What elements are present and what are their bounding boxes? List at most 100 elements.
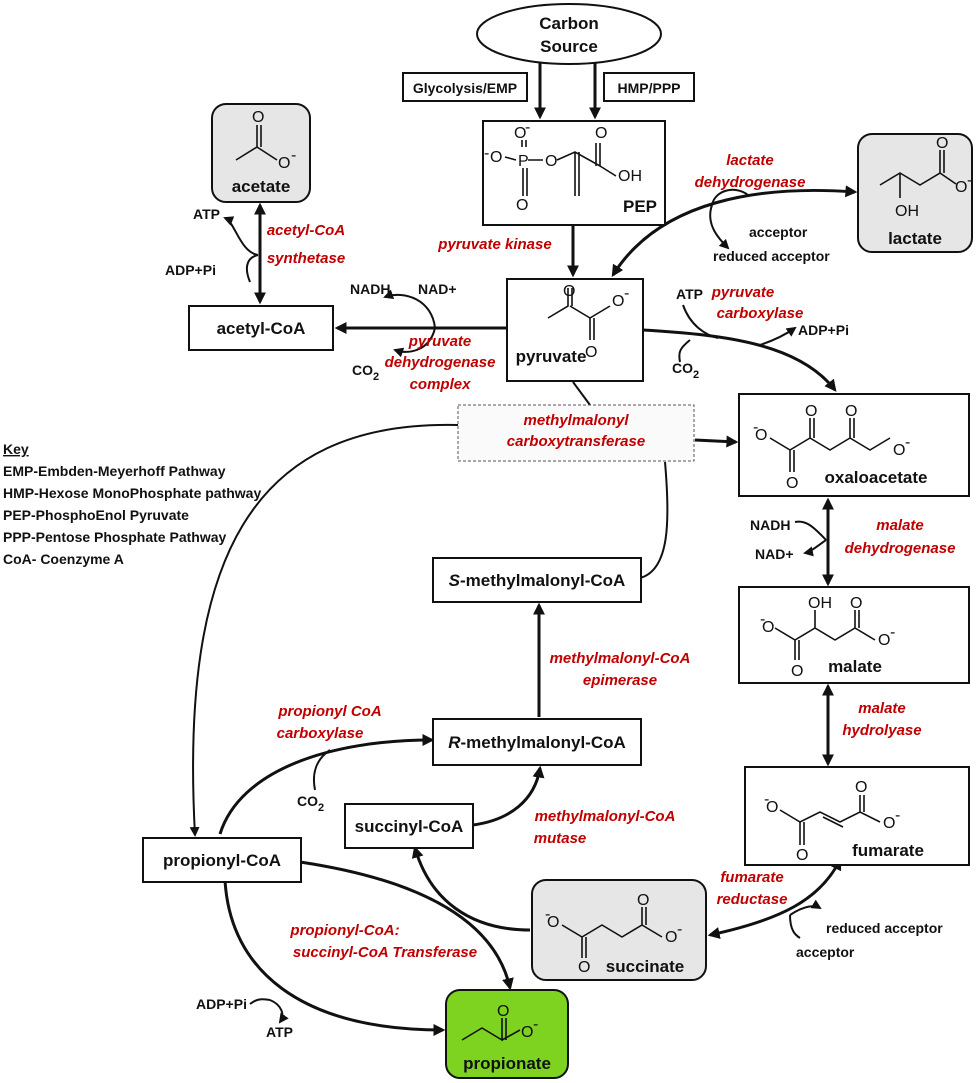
co2-1-c: CO <box>352 362 373 378</box>
lactate-node: O O - OH lactate <box>857 133 973 253</box>
r-prefix: R <box>448 733 461 752</box>
adp-pi-label-1: ADP+Pi <box>165 262 216 278</box>
propionyl-carboxylase-line1: propionyl CoA <box>277 703 381 720</box>
reduced-acceptor-curve <box>789 899 822 916</box>
acetyl-coa-node: acetyl-CoA <box>188 305 334 351</box>
arrow-succinate-succinylcoa <box>411 845 531 932</box>
oxaloacetate-minus-1: - <box>753 419 758 436</box>
acetyl-coa-synthetase-line2: synthetase <box>267 250 345 267</box>
glycolysis-label: Glycolysis/EMP <box>413 80 517 96</box>
adp-curve-3 <box>249 998 271 1005</box>
lactate-minus: - <box>967 172 972 189</box>
lactate-dh-line1: lactate <box>726 152 774 169</box>
fumarate-minus-2: - <box>895 807 900 824</box>
carbon-source-ellipse <box>476 3 662 65</box>
pyruvate-o-2: O <box>612 293 624 310</box>
pyruvate-o-3: O <box>585 344 597 361</box>
pyruvate-carboxylase-line1: pyruvate <box>711 284 775 301</box>
malate-oh: OH <box>808 595 832 612</box>
atp-curve-2 <box>682 304 719 339</box>
oxaloacetate-minus-2: - <box>905 434 910 451</box>
succinate-o-3: O <box>665 929 677 946</box>
oxaloacetate-node: O - O O O - O oxaloacetate <box>738 393 970 497</box>
malate-node: OH O O - O - O malate <box>738 586 970 684</box>
connector-pyruvate-mmct <box>572 381 591 406</box>
co2-label-1: CO2 <box>352 362 379 383</box>
transferase-line2: succinyl-CoA Transferase <box>293 944 477 961</box>
arrow-succinylcoa-rmm <box>472 765 545 827</box>
malate-dh-line2: dehydrogenase <box>845 540 956 557</box>
malate-dh-line1: malate <box>876 517 924 534</box>
oxaloacetate-o-3: O <box>845 403 857 420</box>
pep-o-4: O <box>545 153 557 170</box>
arrow-transferase <box>299 860 514 991</box>
fumarate-o-2: O <box>855 779 867 796</box>
propionate-node: O O - propionate <box>445 989 569 1079</box>
malate-minus-1: - <box>760 611 765 628</box>
adp-pi-label-3: ADP+Pi <box>196 996 247 1012</box>
malate-o-1: O <box>850 595 862 612</box>
co2-1-sub: 2 <box>373 371 379 383</box>
nad-curve-2 <box>803 539 827 557</box>
key-line-pep: PEP-PhosphoEnol Pyruvate <box>3 507 189 523</box>
nad-plus-label-1: NAD+ <box>418 281 457 297</box>
carbon-source-line2: Source <box>540 37 598 56</box>
nadh-curve-2 <box>794 520 827 541</box>
oxaloacetate-box <box>738 393 970 497</box>
succinate-minus-2: - <box>677 921 682 938</box>
pdh-line1: pyruvate <box>408 333 472 350</box>
atp-curve-3 <box>269 999 289 1024</box>
nadh-curve <box>383 289 436 329</box>
adp-pi-label-2: ADP+Pi <box>798 322 849 338</box>
propionate-minus: - <box>533 1016 538 1033</box>
malate-hydrolyase-line1: malate <box>858 700 906 717</box>
co2-label-2: CO2 <box>672 360 699 381</box>
s-methylmalonyl-coa-label: S-methylmalonyl-CoA <box>449 571 626 590</box>
key-title: Key <box>3 441 29 457</box>
mmct-box <box>457 404 695 462</box>
atp-label-1: ATP <box>193 206 220 222</box>
hmp-label: HMP/PPP <box>617 80 680 96</box>
acetate-o-2: O <box>278 155 290 172</box>
carbon-source-node: Carbon Source <box>476 3 662 65</box>
oxaloacetate-o-1: O <box>755 427 767 444</box>
acceptor-label-1: acceptor <box>749 224 808 240</box>
succinate-o-4: O <box>578 959 590 976</box>
co2-2-sub: 2 <box>693 369 699 381</box>
nadh-label-2: NADH <box>750 517 790 533</box>
propionate-o-1: O <box>497 1003 509 1020</box>
fumarate-reductase-line1: fumarate <box>720 869 783 886</box>
co2-3-sub: 2 <box>318 802 324 814</box>
hmp-label-box: HMP/PPP <box>603 72 695 102</box>
fumarate-reductase-line2: reductase <box>717 891 788 908</box>
mmct-line1: methylmalonyl <box>523 412 629 429</box>
propionate-o-2: O <box>521 1024 533 1041</box>
pep-o-1: O <box>490 149 502 166</box>
pep-box <box>482 120 666 226</box>
key-legend: Key EMP-Embden-Meyerhoff Pathway HMP-Hex… <box>3 441 261 567</box>
fumarate-label: fumarate <box>852 841 924 860</box>
mmct-node <box>457 404 695 462</box>
succinate-minus-1: - <box>545 906 550 923</box>
pep-minus-1: - <box>484 145 489 162</box>
r-methylmalonyl-coa-box <box>432 718 642 766</box>
succinate-o-2: O <box>637 892 649 909</box>
arrow-pyruvate-oxaloacetate <box>642 328 837 392</box>
pep-o-2: O <box>514 125 526 142</box>
pyruvate-o-1: O <box>563 283 575 300</box>
acetyl-coa-synthetase-line1: acetyl-CoA <box>267 222 345 239</box>
pep-o-5: O <box>595 125 607 142</box>
lactate-dh-line2: dehydrogenase <box>695 174 806 191</box>
acceptor-curve-a <box>711 188 749 206</box>
co2-curve-2 <box>678 339 691 363</box>
propionate-box <box>445 989 569 1079</box>
s-methylmalonyl-coa-node: S-methylmalonyl-CoA <box>432 557 642 603</box>
carbon-source-line1: Carbon <box>539 14 599 33</box>
succinyl-coa-node: succinyl-CoA <box>344 803 474 849</box>
fumarate-o-1: O <box>766 799 778 816</box>
acetyl-coa-label: acetyl-CoA <box>217 319 306 338</box>
pep-label: PEP <box>623 197 657 216</box>
succinyl-coa-label: succinyl-CoA <box>355 817 464 836</box>
s-rest: -methylmalonyl-CoA <box>460 571 625 590</box>
